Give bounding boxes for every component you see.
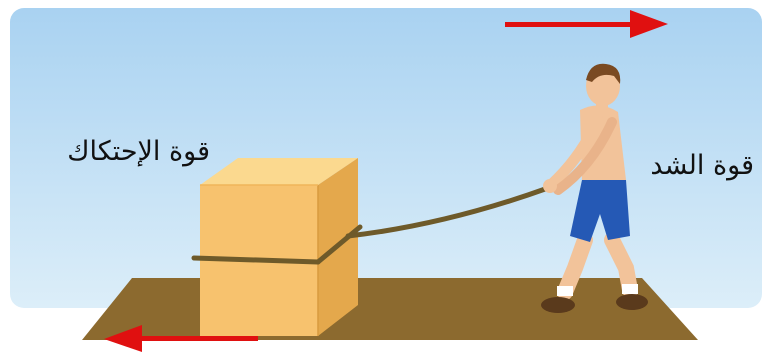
ground-surface [82, 278, 698, 340]
left-shoe [541, 297, 575, 313]
friction-force-label: قوة الإحتكاك [67, 138, 210, 165]
tension-force-label: قوة الشد [650, 152, 754, 179]
right-shoe [616, 294, 648, 310]
